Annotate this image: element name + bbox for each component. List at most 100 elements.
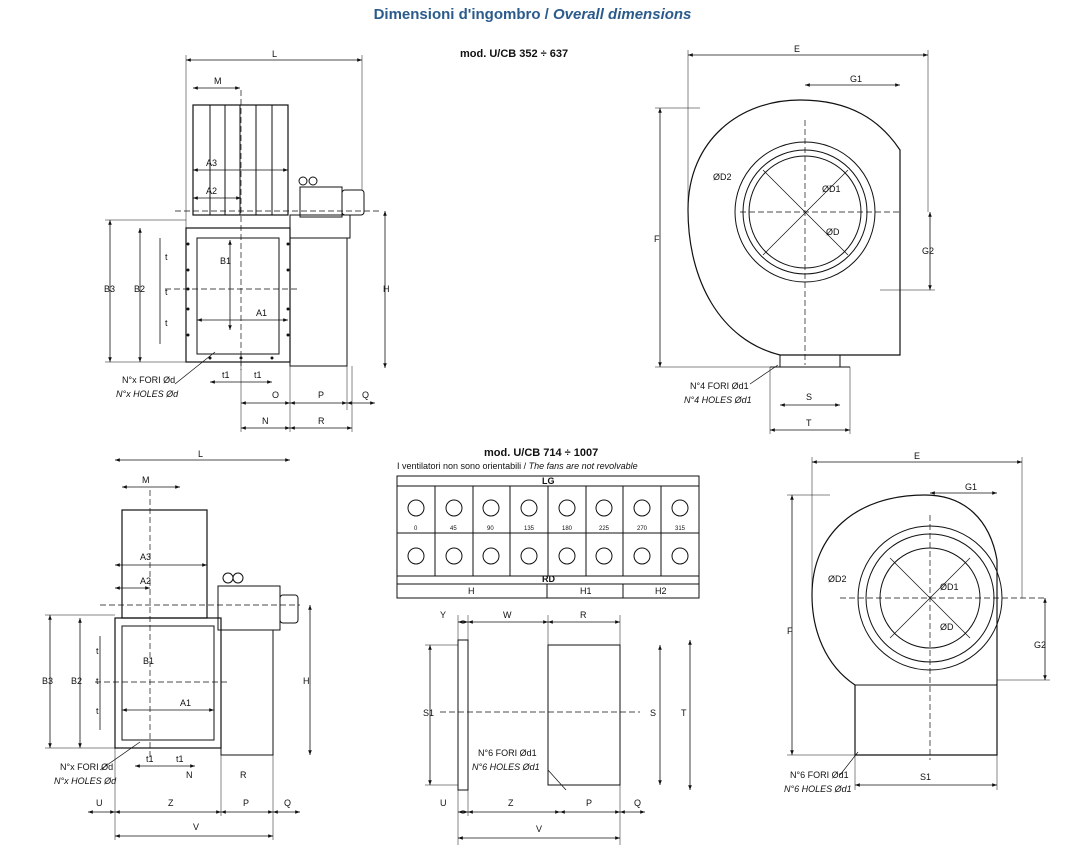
dim-label-t1: t1 bbox=[146, 754, 154, 764]
dim-label-r: R bbox=[240, 770, 247, 780]
dim-label-l: L bbox=[272, 49, 277, 59]
dim-label-b2: B2 bbox=[134, 284, 145, 294]
note-separator: / bbox=[521, 461, 529, 471]
side-view-bottom-labels: L M A3 A2 A1 B1 B2 B3 t t t t1 t1 H N R … bbox=[42, 449, 310, 832]
front-view-bottom bbox=[787, 457, 1050, 790]
dim-label-d: ØD bbox=[826, 227, 840, 237]
holes4-label-it: N°4 FORI Ød1 bbox=[690, 381, 749, 391]
title-english: Overall dimensions bbox=[553, 6, 692, 23]
dim-label-r: R bbox=[318, 416, 325, 426]
dim-label-v: V bbox=[536, 824, 542, 834]
holes4-label-en: N°4 HOLES Ød1 bbox=[684, 395, 752, 405]
holes-label-it: N°x FORI Ød bbox=[122, 375, 175, 385]
page-title: Dimensioni d'ingombro / Overall dimensio… bbox=[0, 6, 1065, 23]
dim-label-b1: B1 bbox=[143, 656, 154, 666]
model-range-top: mod. U/CB 352 ÷ 637 bbox=[460, 48, 568, 60]
table-lg-label: LG bbox=[542, 476, 555, 486]
table-footer-h2: H2 bbox=[655, 586, 667, 596]
holes-label-en: N°x HOLES Ød bbox=[116, 389, 179, 399]
dim-label-b1: B1 bbox=[220, 256, 231, 266]
dim-label-u: U bbox=[96, 798, 103, 808]
dim-label-w: W bbox=[503, 610, 512, 620]
angle-label: 90 bbox=[487, 526, 494, 532]
dim-label-g1: G1 bbox=[965, 482, 977, 492]
dim-label-n: N bbox=[186, 770, 193, 780]
holes6-base-label-it: N°6 FORI Ød1 bbox=[478, 748, 537, 758]
holes-label-en: N°x HOLES Ød bbox=[54, 776, 117, 786]
dim-label-s: S bbox=[806, 392, 812, 402]
dim-label-a1: A1 bbox=[256, 308, 267, 318]
dim-label-a3: A3 bbox=[140, 552, 151, 562]
table-footer-h1: H1 bbox=[580, 586, 592, 596]
title-separator: / bbox=[540, 6, 554, 23]
base-view-bottom bbox=[425, 615, 692, 845]
dim-label-t: t bbox=[96, 676, 99, 686]
note-line: I ventilatori non sono orientabili / The… bbox=[397, 461, 638, 471]
model-range-bottom: mod. U/CB 714 ÷ 1007 bbox=[484, 447, 598, 459]
holes6-front-label-en: N°6 HOLES Ød1 bbox=[784, 784, 852, 794]
dim-label-q: Q bbox=[634, 798, 641, 808]
dim-label-b3: B3 bbox=[104, 284, 115, 294]
front-view-top-labels: E G1 F G2 ØD2 ØD1 ØD S T N°4 FORI Ød1 N°… bbox=[654, 44, 934, 428]
dim-label-t1: t1 bbox=[222, 370, 230, 380]
dim-label-t1: t1 bbox=[254, 370, 262, 380]
angle-label: 0 bbox=[414, 526, 418, 532]
dim-label-q: Q bbox=[284, 798, 291, 808]
side-view-top bbox=[105, 55, 387, 432]
dim-label-p: P bbox=[586, 798, 592, 808]
dim-label-b2: B2 bbox=[71, 676, 82, 686]
dim-label-t-base: T bbox=[681, 708, 687, 718]
dim-label-f: F bbox=[654, 234, 660, 244]
base-view-bottom-labels: Y W R S1 S T U Z P Q V N°6 FORI Ød1 N°6 … bbox=[423, 610, 687, 834]
dim-label-d2: ØD2 bbox=[828, 574, 847, 584]
dim-label-d1: ØD1 bbox=[822, 184, 841, 194]
dim-label-p: P bbox=[318, 390, 324, 400]
dim-label-a2: A2 bbox=[206, 186, 217, 196]
holes6-base-label-en: N°6 HOLES Ød1 bbox=[472, 762, 540, 772]
angle-label: 45 bbox=[450, 526, 457, 532]
dim-label-a2: A2 bbox=[140, 576, 151, 586]
title-italian: Dimensioni d'ingombro bbox=[373, 6, 541, 23]
front-view-bottom-labels: E G1 F G2 ØD2 ØD1 ØD S1 N°6 FORI Ød1 N°6… bbox=[784, 451, 1046, 794]
dim-label-s1: S1 bbox=[423, 708, 434, 718]
dim-label-l: L bbox=[198, 449, 203, 459]
dim-label-m: M bbox=[142, 475, 150, 485]
dim-label-z: Z bbox=[508, 798, 514, 808]
dim-label-r: R bbox=[580, 610, 587, 620]
dim-label-o: O bbox=[272, 390, 279, 400]
dim-label-t: t bbox=[96, 706, 99, 716]
orientation-table bbox=[396, 475, 700, 599]
dim-label-a3: A3 bbox=[206, 158, 217, 168]
dim-label-u: U bbox=[440, 798, 447, 808]
dim-label-s1: S1 bbox=[920, 772, 931, 782]
fan-glyphs-lg bbox=[407, 499, 689, 565]
dim-label-y: Y bbox=[440, 610, 446, 620]
dim-label-g1: G1 bbox=[850, 74, 862, 84]
dim-label-d1: ØD1 bbox=[940, 582, 959, 592]
orientation-table-labels: LG RD 0 45 90 135 180 225 270 315 H H1 H… bbox=[414, 476, 686, 596]
holes6-front-label-it: N°6 FORI Ød1 bbox=[790, 770, 849, 780]
side-view-top-labels: L M A3 A2 A1 B1 B2 B3 t t t t1 t1 H O P … bbox=[104, 49, 390, 426]
dim-label-p: P bbox=[243, 798, 249, 808]
dim-label-m: M bbox=[214, 76, 222, 86]
table-footer-h: H bbox=[468, 586, 475, 596]
angle-label: 315 bbox=[675, 526, 686, 532]
dim-label-h: H bbox=[383, 284, 390, 294]
dim-label-g2: G2 bbox=[922, 246, 934, 256]
dim-label-t-front: T bbox=[806, 418, 812, 428]
dim-label-a1: A1 bbox=[180, 698, 191, 708]
dim-label-t: t bbox=[165, 287, 168, 297]
dim-label-d: ØD bbox=[940, 622, 954, 632]
dim-label-f: F bbox=[787, 626, 793, 636]
side-view-bottom bbox=[45, 458, 312, 840]
dim-label-b3: B3 bbox=[42, 676, 53, 686]
angle-label: 135 bbox=[524, 526, 535, 532]
dim-label-d2: ØD2 bbox=[713, 172, 732, 182]
note-english: The fans are not revolvable bbox=[529, 461, 638, 471]
dim-label-z: Z bbox=[168, 798, 174, 808]
dim-label-t: t bbox=[165, 318, 168, 328]
dim-label-g2: G2 bbox=[1034, 640, 1046, 650]
dim-label-q: Q bbox=[362, 390, 369, 400]
note-italian: I ventilatori non sono orientabili bbox=[397, 461, 521, 471]
